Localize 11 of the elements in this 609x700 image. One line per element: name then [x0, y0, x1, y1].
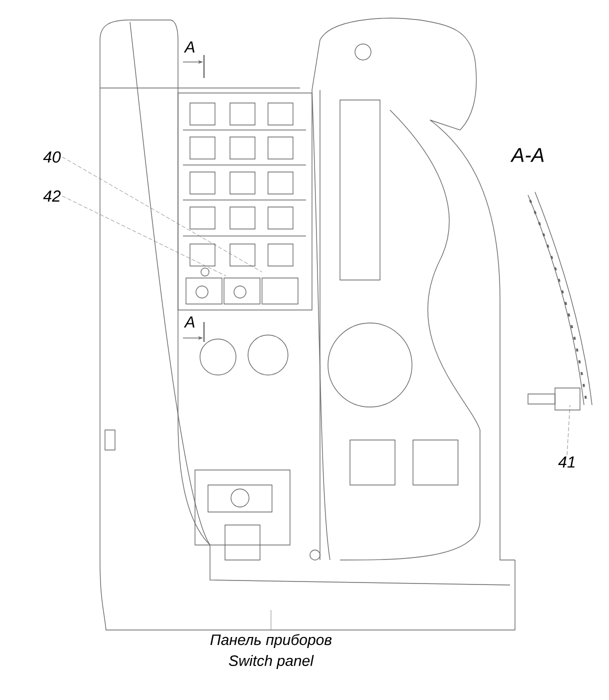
leader-line	[62, 156, 262, 272]
section-title: A-A	[510, 148, 544, 162]
callout-number: 41	[558, 456, 575, 468]
callout-number: 40	[43, 151, 61, 163]
caption-text: Панель приборов	[210, 634, 332, 648]
caption-text: Switch panel	[228, 655, 314, 669]
section-letter: A	[184, 316, 194, 328]
section-letter: A	[184, 42, 194, 52]
callout-number: 42	[43, 190, 61, 202]
leader-line	[62, 196, 226, 276]
leader-line	[566, 404, 570, 456]
